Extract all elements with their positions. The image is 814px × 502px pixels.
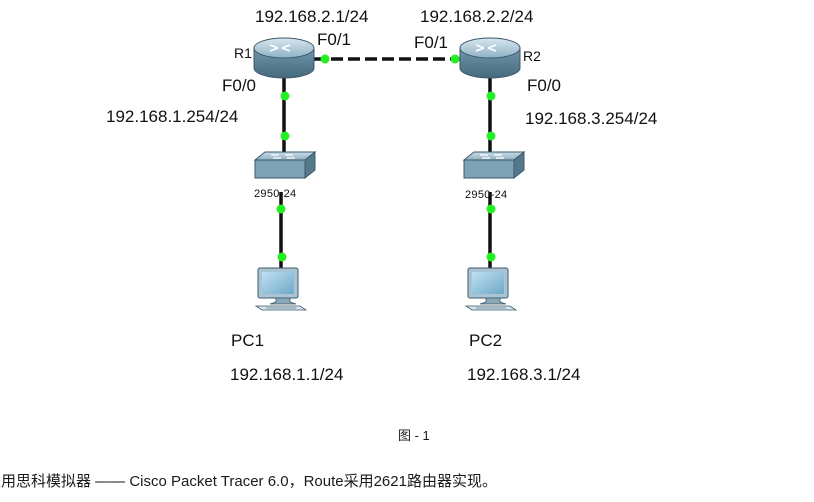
router-r2-icon[interactable] (459, 37, 521, 79)
r2-f01-ip-label: 192.168.2.2/24 (420, 7, 534, 26)
switch-2-icon[interactable] (462, 150, 526, 180)
r1-name-label: R1 (234, 45, 252, 61)
link-indicators (276, 54, 496, 262)
switch-2-model-label: 2950-24 (465, 189, 508, 201)
link-light-sw1-uplink (280, 131, 290, 141)
r1-f01-port-label: F0/1 (317, 30, 352, 49)
figure-caption: 图 - 1 (398, 428, 430, 443)
pc1-icon[interactable] (254, 267, 308, 311)
r1-f00-port-label: F0/0 (222, 76, 257, 95)
switch-1-icon[interactable] (253, 150, 317, 180)
footer-description: 采用思科模拟器 —— Cisco Packet Tracer 6.0，Route… (0, 473, 497, 490)
pc1-name-label: PC1 (231, 331, 265, 350)
link-light-r1-f00 (280, 91, 290, 101)
r1-f00-ip-label: 192.168.1.254/24 (106, 107, 239, 126)
link-light-r2-f00 (486, 91, 496, 101)
r2-f00-ip-label: 192.168.3.254/24 (525, 109, 658, 128)
pc1-ip-label: 192.168.1.1/24 (230, 365, 344, 384)
link-light-r1-f01 (320, 54, 330, 64)
link-light-pc1 (277, 252, 287, 262)
link-light-sw1-pc (276, 204, 286, 214)
switch-1-model-label: 2950-24 (254, 188, 297, 200)
pc2-ip-label: 192.168.3.1/24 (467, 365, 581, 384)
router-r1-icon[interactable] (253, 37, 315, 79)
link-light-r2-f01 (450, 54, 460, 64)
r2-f01-port-label: F0/1 (414, 33, 449, 52)
link-light-sw2-uplink (486, 131, 496, 141)
r2-name-label: R2 (523, 48, 541, 64)
link-light-pc2 (486, 252, 496, 262)
r1-f01-ip-label: 192.168.2.1/24 (255, 7, 369, 26)
pc2-name-label: PC2 (469, 331, 503, 350)
pc2-icon[interactable] (464, 267, 518, 311)
link-light-sw2-pc (486, 204, 496, 214)
r2-f00-port-label: F0/0 (527, 76, 562, 95)
